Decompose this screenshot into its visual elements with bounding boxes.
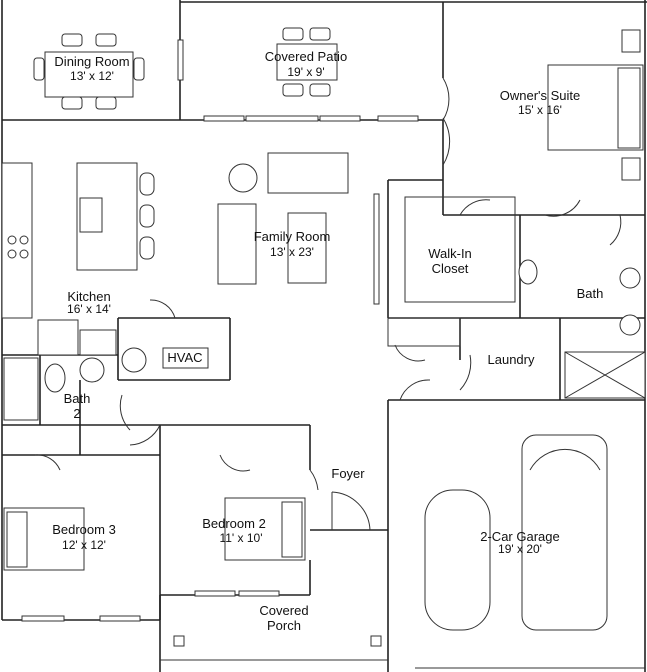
foyer-name: Foyer — [331, 466, 365, 481]
bedroom-2-dim: 11' x 10' — [219, 531, 262, 545]
walk-in-closet-line2: Closet — [432, 261, 469, 276]
doors — [34, 77, 622, 531]
kitchen-dim: 16' x 14' — [67, 302, 111, 316]
bedroom-3-name: Bedroom 3 — [52, 522, 116, 537]
family-room-dim: 13' x 23' — [270, 245, 314, 259]
bath-2-line2: 2 — [73, 406, 80, 421]
dining-room-name: Dining Room — [54, 54, 129, 69]
windows — [21, 39, 419, 622]
owners-suite-name: Owner's Suite — [500, 88, 581, 103]
garage-dim: 19' x 20' — [498, 542, 542, 556]
covered-porch-line1: Covered — [259, 603, 308, 618]
covered-patio-dim: 19' x 9' — [287, 65, 324, 79]
bath-2-line1: Bath — [64, 391, 91, 406]
owners-suite-dim: 15' x 16' — [518, 103, 562, 117]
bedroom-2-name: Bedroom 2 — [202, 516, 266, 531]
dining-room-dim: 13' x 12' — [70, 69, 114, 83]
laundry-name: Laundry — [488, 352, 535, 367]
covered-porch-line2: Porch — [267, 618, 301, 633]
walk-in-closet-line1: Walk-In — [428, 246, 472, 261]
family-room-name: Family Room — [254, 229, 331, 244]
room-labels: Dining Room 13' x 12' Covered Patio 19' … — [52, 49, 603, 633]
covered-patio-name: Covered Patio — [265, 49, 347, 64]
hvac-name: HVAC — [167, 350, 202, 365]
furniture — [1, 27, 646, 647]
garage-name: 2-Car Garage — [480, 529, 559, 544]
bedroom-3-dim: 12' x 12' — [62, 538, 106, 552]
bath-name: Bath — [577, 286, 604, 301]
kitchen-name: Kitchen — [67, 289, 110, 304]
